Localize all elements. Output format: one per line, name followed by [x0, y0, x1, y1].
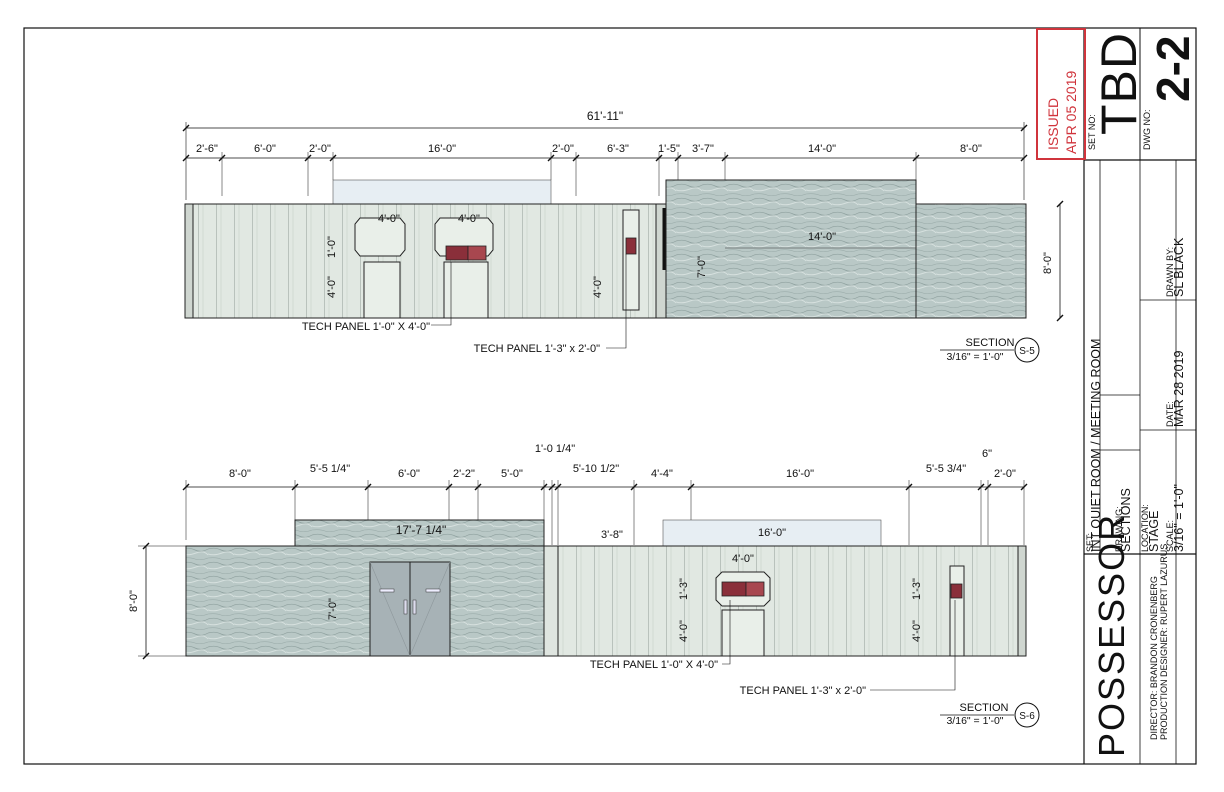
s1-overall-dim: 61'-11" — [587, 109, 623, 123]
project-title: POSSESSOR — [1091, 512, 1132, 757]
s1-dim: 14'-0" — [808, 143, 836, 155]
issued-stamp: ISSUED APR 05 2019 — [1036, 28, 1086, 160]
s2-dim: 8'-0" — [229, 468, 251, 480]
s2-dim: 6" — [982, 448, 992, 460]
s2-dim: 5'-5 3/4" — [926, 463, 966, 475]
s2-inner-dim: 1'-3" — [911, 578, 923, 600]
sheet-border — [23, 27, 1197, 765]
s1-inner-dim: 4'-0" — [378, 213, 400, 225]
s2-dim: 5'-0" — [501, 468, 523, 480]
s1-dim: 8'-0" — [960, 143, 982, 155]
s2-inner-dim: 4'-0" — [678, 620, 690, 642]
designer-credit: PRODUCTION DESIGNER: RUPERT LAZURUS — [1159, 543, 1169, 740]
s2-tech-panel-a-label: TECH PANEL 1'-0" X 4'-0" — [590, 659, 718, 671]
s1-inner-dim: 14'-0" — [808, 231, 836, 243]
s2-dim: 5'-10 1/2" — [573, 463, 619, 475]
s2-section-id: S-6 — [1019, 711, 1035, 722]
s1-dim: 2'-0" — [552, 143, 574, 155]
s1-inner-dim: 4'-0" — [458, 213, 480, 225]
s1-tech-panel-b-label: TECH PANEL 1'-3" x 2'-0" — [474, 343, 600, 355]
s1-inner-dim: 4'-0" — [326, 276, 338, 298]
section-2-elevation — [138, 480, 1040, 728]
s2-inner-dim: 7'-0" — [327, 598, 339, 620]
set-no-value: TBD — [1091, 32, 1147, 135]
s1-inner-dim: 1'-0" — [326, 236, 338, 258]
drawn-by-value: SL BLACK — [1172, 237, 1186, 297]
s1-inner-dim: 4'-0" — [592, 276, 604, 298]
s2-inner-dim: 17'-7 1/4" — [396, 523, 447, 537]
s2-height-dim: 8'-0" — [128, 590, 140, 612]
s1-section-id: S-5 — [1019, 346, 1035, 357]
s1-section-label: SECTION — [966, 337, 1015, 349]
s2-dim: 16'-0" — [786, 468, 814, 480]
section-1-elevation — [182, 122, 1064, 363]
s2-dim: 5'-5 1/4" — [310, 463, 350, 475]
s1-section-scale: 3/16" = 1'-0" — [946, 351, 1003, 363]
dwg-no-label: DWG NO: — [1142, 109, 1152, 151]
s2-section-scale: 3/16" = 1'-0" — [946, 715, 1003, 727]
s1-dim: 6'-3" — [607, 143, 629, 155]
s1-dim: 2'-6" — [196, 143, 218, 155]
s2-dim: 2'-0" — [994, 468, 1016, 480]
s1-height-dim: 8'-0" — [1042, 252, 1054, 274]
s1-dim: 2'-0" — [309, 143, 331, 155]
s1-tech-panel-a-label: TECH PANEL 1'-0" X 4'-0" — [302, 321, 430, 333]
director-credit: DIRECTOR: BRANDON CRONENBERG — [1149, 576, 1159, 740]
s1-dim: 6'-0" — [254, 143, 276, 155]
stamp-line-1: ISSUED — [1045, 97, 1061, 150]
s1-dim: 16'-0" — [428, 143, 456, 155]
s1-inner-dim: 7'-0" — [696, 256, 708, 278]
stamp-line-2: APR 05 2019 — [1063, 70, 1079, 154]
s2-dim: 6'-0" — [398, 468, 420, 480]
scale-value: 3/16" = 1'-0" — [1172, 484, 1186, 552]
s1-dim: 1'-5" — [658, 143, 680, 155]
s2-inner-dim: 4'-0" — [911, 620, 923, 642]
s2-dim: 2'-2" — [453, 468, 475, 480]
s2-inner-dim: 16'-0" — [758, 527, 786, 539]
dwg-no-value: 2-2 — [1147, 35, 1199, 102]
s2-dim: 4'-4" — [651, 468, 673, 480]
s2-dim: 1'-0 1/4" — [535, 443, 575, 455]
s2-inner-dim: 1'-3" — [678, 578, 690, 600]
s1-dim: 3'-7" — [692, 143, 714, 155]
s2-inner-dim: 4'-0" — [732, 553, 754, 565]
s2-inner-dim: 3'-8" — [601, 529, 623, 541]
s2-tech-panel-b-label: TECH PANEL 1'-3" x 2'-0" — [740, 685, 866, 697]
date-value: MAR 28 2019 — [1172, 350, 1186, 427]
s2-section-label: SECTION — [960, 702, 1009, 714]
